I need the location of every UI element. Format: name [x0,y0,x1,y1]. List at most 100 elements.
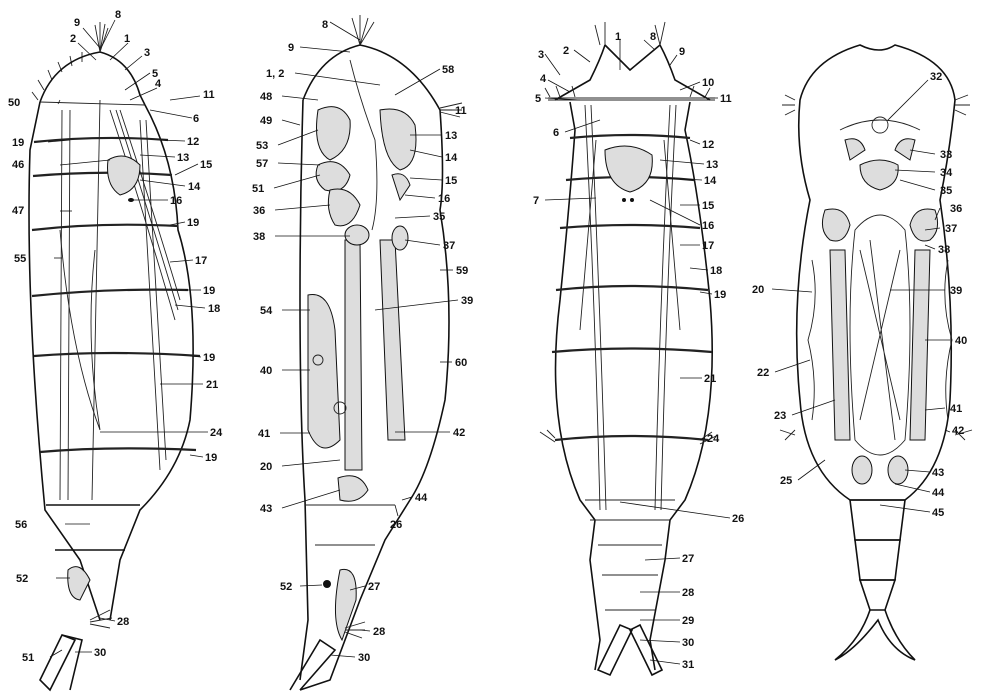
view-1-label-9: 9 [74,17,80,29]
view-2-label-52: 52 [280,581,292,593]
view-3-label-9: 9 [679,46,685,58]
view-3-label-28: 28 [682,587,694,599]
view-3-labels: 3 2 1 8 9 4 10 5 11 6 12 13 14 7 15 16 1… [533,31,744,671]
view-3-label-21: 21 [704,373,716,385]
view-2-label-35: 35 [433,211,445,223]
view-1-label-3: 3 [144,47,150,59]
view-2-label-44: 44 [415,492,428,504]
view-3-label-6: 6 [553,127,559,139]
view-2-label-59: 59 [456,265,468,277]
view-2-label-42: 42 [453,427,465,439]
view-4-label-39: 39 [950,285,962,297]
view-1-label-19d: 19 [203,352,215,364]
view-2-label-9: 9 [288,42,294,54]
view-3-label-31: 31 [682,659,694,671]
view-1-label-28: 28 [117,616,129,628]
view-1-label-15: 15 [200,159,212,171]
view-1-label-5: 5 [152,68,158,80]
view-4-label-44: 44 [932,487,945,499]
view-1-label-4: 4 [155,78,162,90]
view-2-drawing [289,15,463,691]
view-4-label-34: 34 [940,167,953,179]
view-2-label-20: 20 [260,461,272,473]
view-3-label-13: 13 [706,159,718,171]
view-2-label-57: 57 [256,158,268,170]
view-3-label-15: 15 [702,200,714,212]
view-1-label-18: 18 [208,303,220,315]
view-2-label-38: 38 [253,231,265,243]
view-1-label-1: 1 [124,33,130,45]
view-3-leaders [544,39,731,665]
view-2-label-41: 41 [258,428,270,440]
view-4-label-40: 40 [955,335,967,347]
view-1-label-47: 47 [12,205,24,217]
view-1-label-21: 21 [206,379,218,391]
view-2-label-49: 49 [260,115,272,127]
view-2-label-8: 8 [322,19,328,31]
view-4-label-38: 38 [938,244,950,256]
view-1-label-14: 14 [188,181,201,193]
view-3-label-14: 14 [704,175,717,187]
view-2-label-1-2: 1, 2 [266,68,284,80]
view-1-label-8: 8 [115,9,121,21]
view-3-label-4: 4 [540,73,547,85]
view-2-label-14: 14 [445,152,458,164]
view-4-label-43: 43 [932,467,944,479]
view-4-label-35: 35 [940,185,952,197]
view-1-label-6: 6 [193,113,199,125]
view-1-label-51: 51 [22,652,34,664]
view-2-label-48: 48 [260,91,272,103]
view-3-label-8: 8 [650,31,656,43]
view-1-label-24: 24 [210,427,223,439]
view-3-label-17: 17 [702,240,714,252]
view-1-label-2: 2 [70,33,76,45]
view-3-drawing [539,21,719,677]
view-2-label-39: 39 [461,295,473,307]
view-3-label-26: 26 [732,513,744,525]
view-3-label-19: 19 [714,289,726,301]
view-1-label-13: 13 [177,152,189,164]
view-4-label-25: 25 [780,475,792,487]
view-1-drawing [28,22,201,692]
view-1-leaders [47,19,208,658]
view-3-label-30: 30 [682,637,694,649]
view-3-label-18: 18 [710,265,722,277]
view-1-label-46: 46 [12,159,24,171]
view-4-label-41: 41 [950,403,962,415]
view-1-label-30: 30 [94,647,106,659]
view-4-label-45: 45 [932,507,944,519]
view-1-label-19a: 19 [12,137,24,149]
view-3-label-5: 5 [535,93,541,105]
view-2-label-27: 27 [368,581,380,593]
view-2-leaders [273,21,459,658]
view-3-label-16: 16 [702,220,714,232]
view-3-label-2: 2 [563,45,569,57]
view-3-label-29: 29 [682,615,694,627]
view-3-label-1: 1 [615,31,621,43]
view-1-label-16: 16 [170,195,182,207]
view-1-label-19e: 19 [205,452,217,464]
view-2-label-36: 36 [253,205,265,217]
view-4-label-22: 22 [757,367,769,379]
view-4-label-42: 42 [952,425,964,437]
view-4-label-32: 32 [930,71,942,83]
view-4-labels: 32 33 34 35 36 37 38 20 39 40 22 23 41 4… [752,71,967,519]
view-2-label-51: 51 [252,183,264,195]
view-3-label-7: 7 [533,195,539,207]
view-4-label-20: 20 [752,284,764,296]
view-2-label-13: 13 [445,130,457,142]
view-2-label-37: 37 [443,240,455,252]
view-2-label-40: 40 [260,365,272,377]
view-3-label-12: 12 [702,139,714,151]
view-1-label-19c: 19 [203,285,215,297]
view-3-label-10: 10 [702,77,714,89]
view-4-label-37: 37 [945,223,957,235]
view-4-label-23: 23 [774,410,786,422]
view-2-label-28: 28 [373,626,385,638]
view-1-label-50: 50 [8,97,20,109]
view-2-label-26: 26 [390,519,402,531]
view-2-label-43: 43 [260,503,272,515]
view-1-label-52: 52 [16,573,28,585]
view-3-label-27: 27 [682,553,694,565]
